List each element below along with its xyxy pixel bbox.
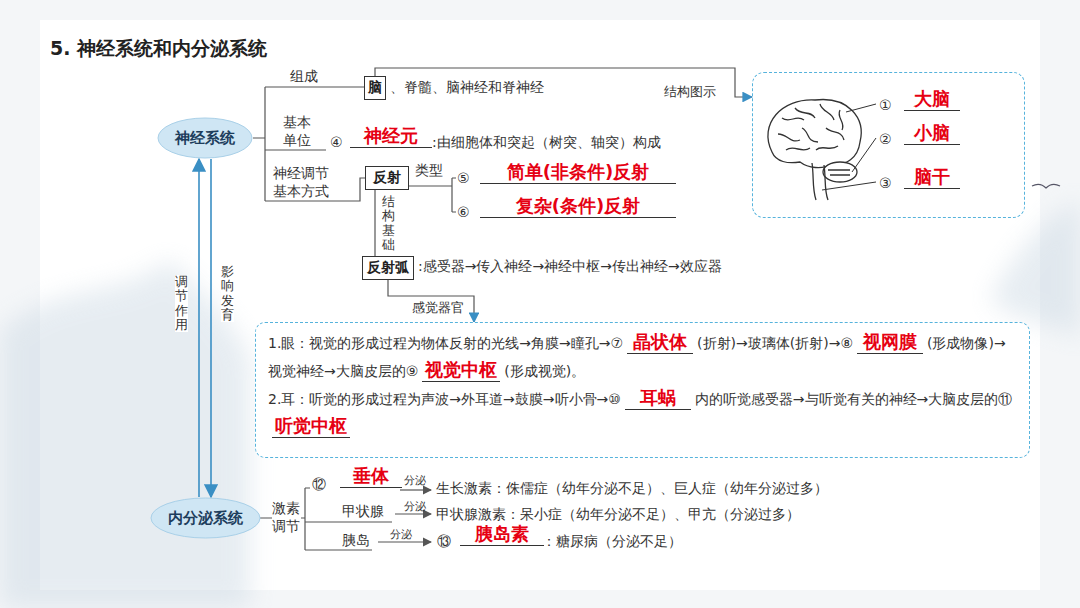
mountain-wash	[990, 200, 1080, 340]
answer-text: 视觉中枢	[422, 358, 500, 382]
answer-text: 神经元	[350, 124, 432, 148]
answer-text: 胰岛素	[460, 522, 544, 546]
edge-label: 调节作用	[175, 275, 188, 332]
paragraph: 2.耳：听觉的形成过程为声波→外耳道→鼓膜→听小骨→⑩耳蜗内的听觉感受器→与听觉…	[268, 385, 1017, 441]
arrow-label: 分泌	[390, 528, 412, 542]
concept-box: 反射弧	[362, 256, 414, 280]
answer-text: 脑干	[904, 165, 960, 189]
mountain-wash	[0, 260, 250, 608]
body-text: 2.耳：听觉的形成过程为声波→外耳道→鼓膜→听小骨→⑩	[268, 391, 621, 407]
connector	[374, 190, 375, 256]
title: 5. 神经系统和内分泌系统	[50, 36, 267, 62]
arrow-label: 分泌	[404, 474, 426, 488]
sense-organ-panel: 1.眼：视觉的形成过程为物体反射的光线→角膜→瞳孔→⑦晶状体(折射)→玻璃体(折…	[255, 322, 1030, 458]
concept-box: 脑	[364, 76, 386, 100]
answer-text: 听觉中枢	[272, 414, 350, 438]
concept-text: 脑	[368, 79, 382, 97]
ellipse-fill	[151, 498, 260, 538]
answer-text: 耳蜗	[625, 386, 691, 410]
branch-label: 激素 调节	[272, 500, 301, 535]
concept-text: 反射	[373, 169, 401, 187]
callout-number: ⑥	[457, 204, 470, 222]
body-text: 甲状腺激素：呆小症（幼年分泌不足）、甲亢（分泌过多）	[436, 506, 800, 524]
connector	[198, 159, 200, 497]
edge-label: 影响发育	[221, 265, 234, 322]
body-text: 内的听觉感受器→与听觉有关的神经→大脑皮层的⑪	[695, 391, 1012, 407]
concept-text: 反射弧	[367, 259, 409, 277]
answer-text: 小脑	[904, 121, 960, 145]
answer-text: 复杂(条件)反射	[480, 194, 676, 218]
paragraph: 1.眼：视觉的形成过程为物体反射的光线→角膜→瞳孔→⑦晶状体(折射)→玻璃体(折…	[268, 329, 1017, 385]
branch-label: 基本 单位	[283, 114, 312, 149]
system-ellipse: 神经系统	[157, 117, 253, 159]
secrete-arrow	[378, 490, 431, 542]
body-text: 生长激素：侏儒症（幼年分泌不足）、巨人症（幼年分泌过多）	[436, 480, 828, 498]
body-text: :感受器→传入神经→神经中枢→传出神经→效应器	[418, 258, 722, 276]
branch-label: 类型	[415, 162, 443, 180]
body-text: ：糖尿病（分泌不足）	[542, 533, 682, 551]
edge-label: 结构图示	[664, 84, 716, 100]
callout-number: ⑤	[457, 170, 470, 188]
gland-name: 甲状腺	[342, 503, 384, 521]
branch-label: 组成	[290, 68, 318, 86]
body-text: (形成视觉)。	[504, 363, 585, 379]
system-name: 神经系统	[175, 129, 235, 148]
callout-number: ①	[879, 97, 892, 115]
callout-number: ④	[330, 134, 343, 152]
answer-text: 垂体	[340, 464, 402, 488]
body-text: :由细胞体和突起（树突、轴突）构成	[432, 134, 661, 152]
branch-label: 神经调节 基本方式	[273, 165, 332, 200]
connector	[388, 280, 474, 322]
ellipse-fill	[158, 118, 252, 158]
body-text: 1.眼：视觉的形成过程为物体反射的光线→角膜→瞳孔→⑦	[268, 335, 623, 351]
answer-text: 大脑	[904, 87, 960, 111]
answer-text: 晶状体	[627, 330, 693, 354]
concept-box: 反射	[365, 166, 409, 190]
callout-number: ③	[879, 175, 892, 193]
system-name: 内分泌系统	[168, 509, 243, 528]
body-text: (折射)→玻璃体(折射)→⑧	[697, 335, 853, 351]
bird	[1032, 184, 1060, 188]
arrow-label: 分泌	[404, 500, 426, 514]
bracket	[253, 87, 456, 550]
callout-number: ⑫	[312, 476, 326, 494]
edge-label: 结构基础	[382, 195, 395, 252]
structure-panel: ① 大脑 ② 小脑 ③ 脑干	[752, 72, 1025, 218]
edge-label: 感觉器官	[412, 300, 464, 316]
gland-name: 胰岛	[342, 532, 370, 550]
callout-number: ⑬	[437, 533, 451, 551]
system-ellipse: 内分泌系统	[150, 497, 261, 539]
brain-illustration	[768, 100, 876, 200]
connector	[210, 159, 212, 497]
body-text: 、脊髓、脑神经和脊神经	[390, 79, 544, 97]
callout-number: ②	[879, 131, 892, 149]
answer-text: 视网膜	[857, 330, 923, 354]
answer-text: 简单(非条件)反射	[480, 160, 676, 184]
